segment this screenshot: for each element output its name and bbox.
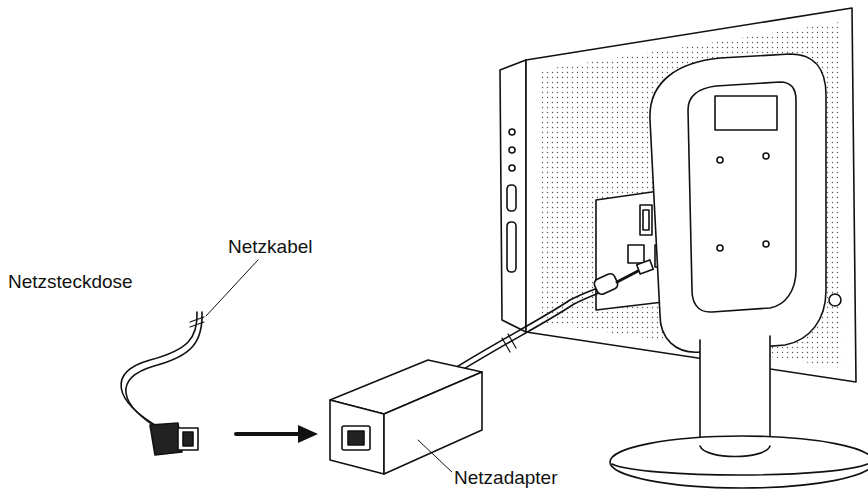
monitor-side	[500, 60, 526, 332]
adapter-end	[330, 400, 384, 474]
part-label: Netzsteckdose	[6, 272, 135, 293]
leader-line	[206, 260, 258, 316]
dc-cable	[455, 282, 612, 368]
part-label: Netzadapter	[452, 468, 560, 489]
stand-base	[610, 436, 868, 488]
insert-arrow	[236, 432, 300, 436]
part-label: Netzkabel	[226, 237, 315, 258]
adapter-socket	[342, 426, 370, 450]
monitor-back	[526, 8, 856, 382]
mains-cable	[121, 312, 197, 428]
leader-line	[418, 440, 454, 474]
ferrite-core	[593, 272, 620, 296]
stand-arm	[650, 54, 826, 352]
stand-neck	[700, 336, 770, 448]
adapter-side	[384, 372, 482, 474]
